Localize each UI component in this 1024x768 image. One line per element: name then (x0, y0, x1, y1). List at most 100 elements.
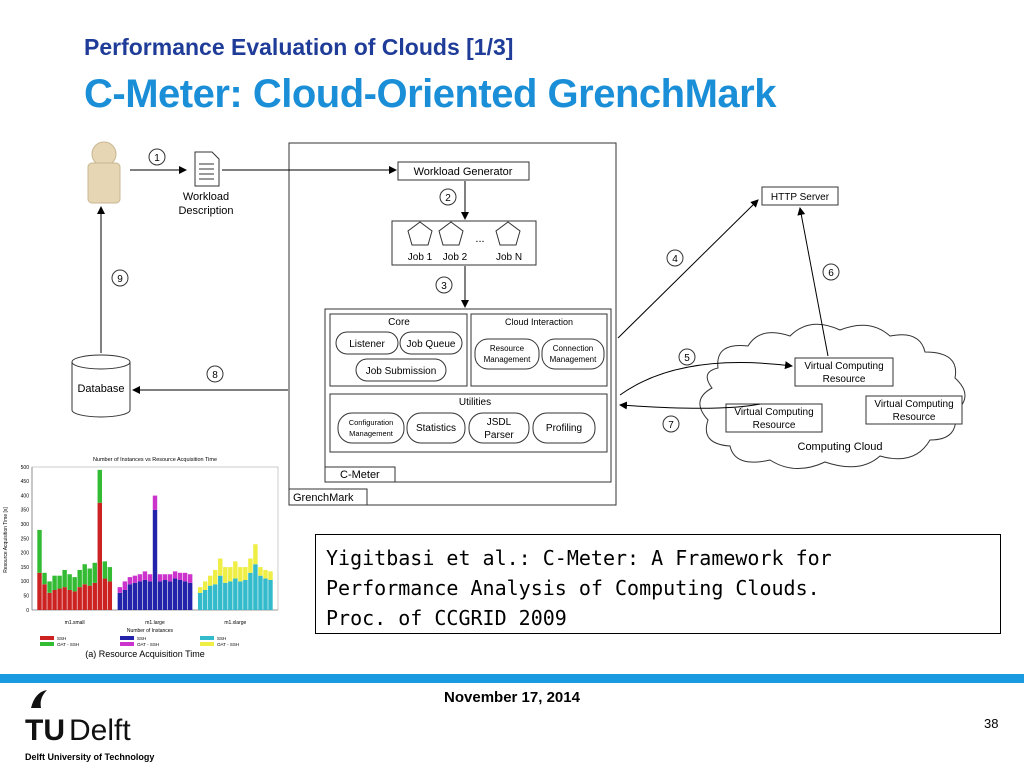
citation-line-1: Yigitbasi et al.: C-Meter: A Framework f… (326, 546, 832, 570)
chart-ytick-label: 250 (21, 536, 30, 542)
chart-bar (82, 584, 87, 610)
http-server-label: HTTP Server (771, 192, 830, 203)
chart-ytick-label: 450 (21, 479, 30, 485)
chart-bar (47, 581, 52, 593)
jobn-label: Job N (496, 252, 522, 263)
chart-bar (62, 569, 67, 588)
chart-bar (117, 587, 123, 593)
jsdl-label-2: Parser (484, 430, 514, 441)
job-submission-label: Job Submission (366, 366, 437, 377)
chart-bar (213, 584, 218, 610)
chart-bar (97, 502, 102, 610)
chart-bar (157, 574, 163, 582)
chart-bar (122, 581, 128, 590)
chart-legend-swatch (120, 636, 134, 640)
user-icon (87, 141, 121, 204)
chart-legend-label: SSH (217, 636, 226, 641)
step-9-label: 9 (117, 274, 123, 285)
chart-bar (182, 572, 188, 582)
chart-bar (127, 577, 133, 585)
listener-label: Listener (349, 339, 385, 350)
chart-legend-label: OAT - SSH (57, 642, 79, 647)
job2-label: Job 2 (443, 252, 468, 263)
database-label: Database (77, 383, 124, 395)
chart-title: Number of Instances vs Resource Acquisit… (93, 457, 217, 463)
chart-bar (132, 582, 138, 610)
chart-bar (253, 564, 258, 610)
document-icon (194, 151, 220, 187)
chart-legend-swatch (200, 642, 214, 646)
chart-ytick-label: 150 (21, 565, 30, 571)
chart-ytick-label: 0 (26, 608, 29, 614)
chart-bar (137, 574, 143, 582)
chart-bar (197, 592, 203, 610)
chart-bar (223, 567, 228, 583)
chart-bar (37, 529, 42, 573)
chart-bar (268, 579, 273, 610)
chart-bar (77, 569, 82, 588)
flame-icon (31, 690, 47, 708)
cmeter-box (324, 308, 612, 483)
http-server-box (761, 186, 839, 206)
chart-bar (57, 575, 62, 589)
chart-bar (147, 574, 153, 582)
chart-bar (268, 571, 273, 580)
chart-bar (202, 581, 208, 590)
logo-delft: Delft (69, 714, 131, 746)
chart-bar (233, 561, 238, 579)
chart-bar (97, 469, 102, 503)
jobs-ellipsis: ... (475, 233, 484, 245)
chart-legend-label: SSH (137, 636, 146, 641)
slide-date: November 17, 2014 (444, 689, 580, 706)
chart-bar (208, 585, 213, 610)
chart-legend-swatch (200, 636, 214, 640)
step-6-label: 6 (828, 268, 834, 279)
profiling-label: Profiling (546, 423, 582, 434)
vcr-top-label-2: Resource (823, 374, 866, 385)
chart-caption: (a) Resource Acquisition Time (85, 649, 205, 659)
chart-ytick-label: 300 (21, 522, 30, 528)
chart-bar (42, 572, 47, 585)
chart-bar (172, 578, 178, 610)
chart-bar (263, 569, 268, 579)
vcr-right-label-1: Virtual Computing (874, 399, 953, 410)
vcr-right-label-2: Resource (893, 412, 936, 423)
step-1-label: 1 (154, 153, 160, 164)
architecture-diagram: Workload Description Database GrenchMark… (71, 141, 966, 506)
slide-title-line1: Performance Evaluation of Clouds [1/3] (84, 34, 514, 60)
grenchmark-box (288, 142, 617, 506)
statistics-label: Statistics (416, 423, 456, 434)
chart-bar (107, 581, 113, 610)
chart-ytick-label: 500 (21, 465, 30, 471)
step-3-label: 3 (441, 281, 447, 292)
chart-bar (182, 581, 188, 610)
chart-bar (162, 579, 168, 610)
citation-line-2: Performance Analysis of Computing Clouds… (326, 576, 820, 600)
step-4-label: 4 (672, 254, 678, 265)
chart-bar (127, 584, 133, 610)
chart-bar (228, 567, 233, 582)
chart-bar (177, 572, 183, 580)
chart-bar (248, 572, 253, 610)
chart-ytick-label: 400 (21, 493, 30, 499)
chart-bar (57, 588, 62, 610)
utilities-label: Utilities (459, 397, 491, 408)
chart-bar (228, 581, 233, 610)
step-8-label: 8 (212, 370, 218, 381)
database-icon (71, 354, 131, 418)
chart-bar (208, 575, 213, 586)
job1-label: Job 1 (408, 252, 433, 263)
chart-group-label: m1.large (145, 620, 165, 626)
chart-bar (187, 582, 193, 610)
chart-bar (197, 587, 203, 593)
chart-group-label: m1.small (65, 620, 85, 626)
chart-bar (253, 544, 258, 565)
chart-bar (263, 578, 268, 610)
vcr-left-label-2: Resource (753, 420, 796, 431)
chart-bar (258, 567, 263, 576)
chart-bar (52, 575, 57, 590)
job-queue-label: Job Queue (407, 339, 456, 350)
chart-bar (72, 577, 77, 592)
chart-bar (52, 589, 57, 610)
chart-bar (187, 574, 193, 583)
